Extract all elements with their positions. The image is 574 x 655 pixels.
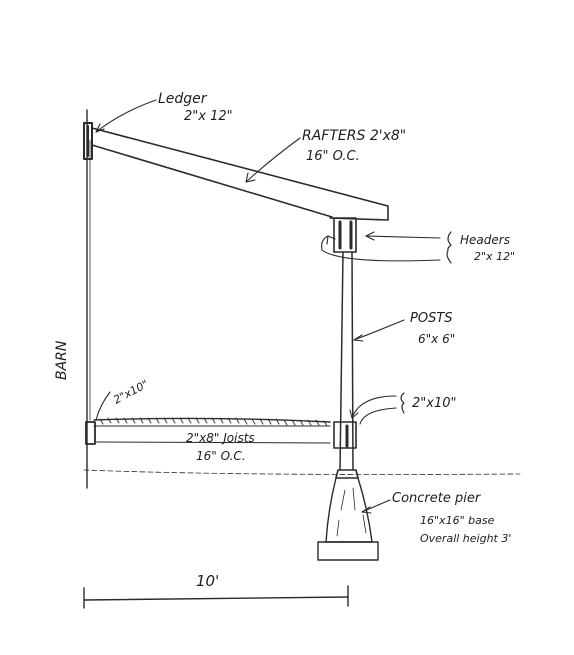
barn-rim-board (85, 421, 96, 445)
headers-label: Headers (460, 233, 510, 247)
post (339, 251, 354, 471)
pier-base-label: 16"x16" base (420, 514, 495, 527)
posts-size-label: 6"x 6" (418, 332, 455, 346)
pier-label: Concrete pier (392, 491, 482, 506)
header-beam (333, 217, 357, 253)
joists-spacing-label: 16" O.C. (196, 449, 246, 463)
rim-right-label: 2"x10" (412, 396, 456, 411)
ledger-board (83, 122, 93, 160)
pier-height-label: Overall height 3' (420, 532, 511, 545)
leader-pier (361, 499, 391, 514)
leader-posts (353, 319, 405, 342)
ledger-size-label: 2"x 12" (184, 109, 233, 124)
leader-headers (321, 231, 452, 264)
leader-rafters (245, 137, 301, 183)
barn-label: BARN (54, 340, 70, 380)
outer-rim-board (333, 421, 357, 449)
ledger-label: Ledger (158, 91, 208, 107)
headers-size-label: 2"x 12" (474, 250, 515, 263)
dimension-label: 10' (196, 572, 219, 590)
rafter (91, 127, 389, 221)
barn-rim-label: 2"x10" (111, 378, 150, 407)
floor-joist (93, 417, 331, 444)
leader-ledger (95, 99, 157, 133)
ground-line (83, 469, 521, 475)
leader-barn-rim (95, 391, 111, 421)
barn-wall (86, 109, 91, 489)
joists-label: 2"x8" Joists (186, 431, 255, 445)
rafters-label: RAFTERS 2'x8" (302, 128, 406, 144)
leader-rim (349, 392, 405, 425)
concrete-pier (317, 469, 379, 561)
rafters-spacing-label: 16" O.C. (306, 149, 360, 164)
dimension-line (83, 585, 349, 609)
posts-label: POSTS (410, 311, 453, 326)
